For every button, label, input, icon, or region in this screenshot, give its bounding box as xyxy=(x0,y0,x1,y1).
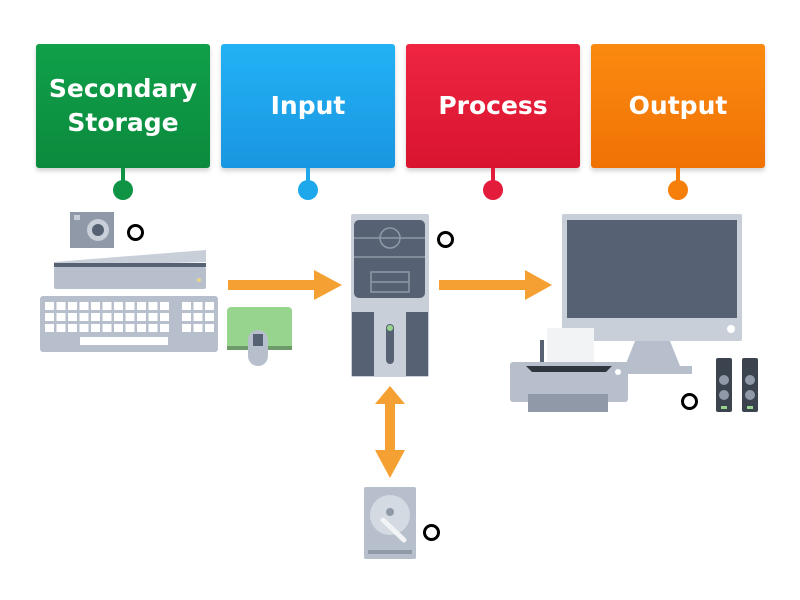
keyboard-key xyxy=(137,313,146,321)
drop-target-process[interactable] xyxy=(437,231,454,248)
hard-disk-icon xyxy=(364,487,416,559)
pin-dot[interactable] xyxy=(483,180,503,200)
label-text: Output xyxy=(628,91,728,120)
keyboard-key xyxy=(137,324,146,332)
arrow-input-to-process xyxy=(228,270,342,300)
camera-icon xyxy=(70,212,114,248)
keyboard-key xyxy=(102,324,112,332)
keyboard-key xyxy=(79,302,89,310)
keyboard-key xyxy=(160,302,169,310)
label-text: Process xyxy=(438,91,548,120)
keyboard-key xyxy=(125,302,135,310)
keyboard-key xyxy=(125,313,135,321)
keyboard-key xyxy=(91,313,100,321)
pin-dot[interactable] xyxy=(298,180,318,200)
drop-target-storage[interactable] xyxy=(423,524,440,541)
keyboard-key xyxy=(68,324,77,332)
keyboard-key xyxy=(193,313,203,321)
pin-stem xyxy=(306,168,310,182)
keyboard-key xyxy=(56,324,66,332)
drop-target-input-devices[interactable] xyxy=(127,224,144,241)
keyboard-key xyxy=(79,313,89,321)
label-tile-input[interactable]: Input xyxy=(221,44,395,168)
pin-stem xyxy=(491,168,495,182)
label-tile-process[interactable]: Process xyxy=(406,44,580,168)
keyboard-key xyxy=(205,302,214,310)
keyboard-key xyxy=(91,302,100,310)
keyboard-key xyxy=(205,313,214,321)
keyboard-key xyxy=(45,324,54,332)
keyboard-key xyxy=(160,324,169,332)
pin-stem xyxy=(676,168,680,182)
scanner-icon xyxy=(54,250,206,289)
pin-dot[interactable] xyxy=(113,180,133,200)
keyboard-key xyxy=(56,313,66,321)
keyboard-key xyxy=(114,313,123,321)
keyboard-key xyxy=(182,302,191,310)
keyboard-key xyxy=(114,324,123,332)
keyboard-key xyxy=(137,302,146,310)
keyboard-key xyxy=(182,313,191,321)
printer-icon xyxy=(510,328,628,412)
keyboard-key xyxy=(160,313,169,321)
keyboard-key xyxy=(102,313,112,321)
pin-stem xyxy=(121,168,125,182)
label-text-line: Storage xyxy=(67,108,179,137)
keyboard-key xyxy=(125,324,135,332)
keyboard-key xyxy=(45,302,54,310)
keyboard-icon xyxy=(40,296,218,352)
label-text-line: Secondary xyxy=(48,74,198,103)
keyboard-key xyxy=(148,302,158,310)
keyboard-key xyxy=(91,324,100,332)
keyboard-key xyxy=(148,324,158,332)
drop-target-output[interactable] xyxy=(681,393,698,410)
keyboard-key xyxy=(193,302,203,310)
keyboard-key xyxy=(45,313,54,321)
computer-tower-icon xyxy=(351,214,429,377)
keyboard-key xyxy=(148,313,158,321)
keyboard-key xyxy=(56,302,66,310)
keyboard-key xyxy=(79,324,89,332)
keyboard-key xyxy=(193,324,203,332)
mouse-icon xyxy=(227,307,292,366)
label-text: Input xyxy=(270,91,346,120)
keyboard-key xyxy=(102,302,112,310)
speakers-icon xyxy=(716,358,758,412)
pin-dot[interactable] xyxy=(668,180,688,200)
keyboard-key xyxy=(182,324,191,332)
monitor-icon xyxy=(562,214,742,374)
arrow-process-storage-bidirectional xyxy=(375,386,405,478)
keyboard-key xyxy=(205,324,214,332)
keyboard-key xyxy=(68,313,77,321)
keyboard-key xyxy=(114,302,123,310)
arrow-process-to-output xyxy=(439,270,552,300)
label-tile-output[interactable]: Output xyxy=(591,44,765,168)
keyboard-key xyxy=(68,302,77,310)
